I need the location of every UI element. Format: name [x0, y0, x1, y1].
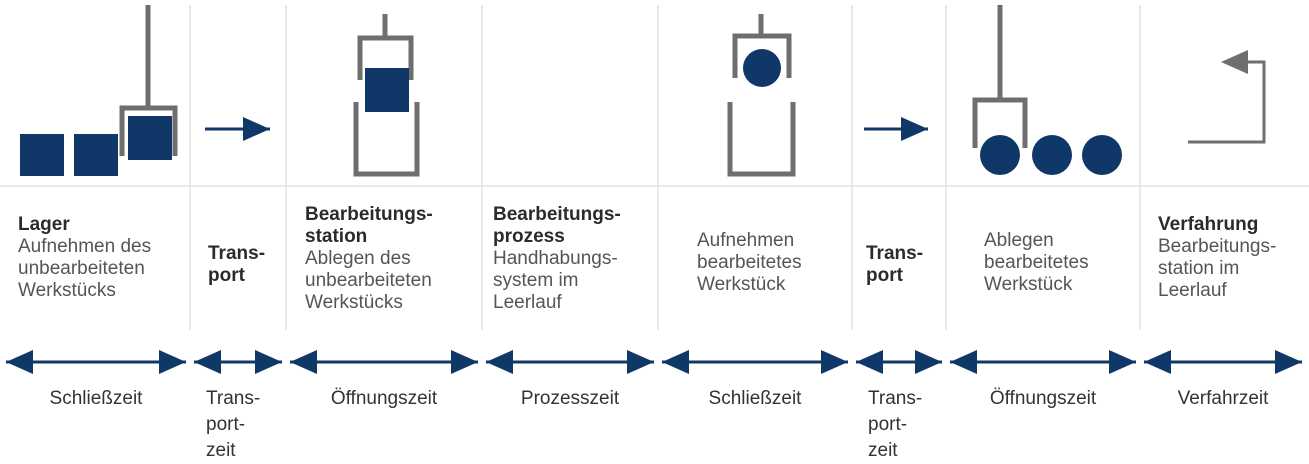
column-lager: Lager Aufnehmen des unbearbeiteten Werks… [18, 214, 151, 302]
column-transport-2: Trans- port [866, 243, 923, 287]
workpiece-circle [980, 135, 1020, 175]
time-label-verfahrzeit: Verfahrzeit [1177, 388, 1269, 409]
column-title: Bearbeitungs- prozess [493, 204, 621, 247]
column-body: Ablegen des unbearbeiteten Werkstücks [305, 248, 432, 313]
gripper-icon [972, 5, 1028, 148]
time-label-oeffnungszeit: Öffnungszeit [330, 388, 438, 409]
column-dividers [189, 5, 1141, 330]
machine-fixture-icon [727, 102, 796, 177]
column-title: Trans- port [866, 243, 924, 286]
workpiece-circle [1082, 135, 1122, 175]
workpiece-square [365, 68, 409, 112]
workpiece-circle [1032, 135, 1072, 175]
column-title: Verfahrung [1158, 214, 1259, 235]
return-arrow-icon [1188, 50, 1266, 144]
time-label-schliesszeit: Schließzeit [49, 388, 143, 409]
workpiece-square [20, 134, 64, 176]
column-title: Trans- port [208, 243, 266, 286]
drop-illustration [972, 5, 1122, 175]
column-title: Bearbeitungs- station [305, 204, 433, 247]
pickup-illustration [727, 14, 796, 177]
time-label-oeffnungszeit-2: Öffnungszeit [989, 388, 1097, 409]
column-station: Bearbeitungs- station Ablegen des unbear… [305, 204, 433, 314]
time-label-schliesszeit-2: Schließzeit [708, 388, 802, 409]
gripper-icon [732, 14, 792, 78]
time-label-transportzeit-2: Trans- port- zeit [868, 388, 923, 461]
time-label-transportzeit: Trans- port- zeit [206, 388, 261, 461]
workpiece-circle [743, 49, 781, 87]
column-title: Lager [18, 214, 70, 235]
column-prozess: Bearbeitungs- prozess Handhabungs- syste… [493, 204, 621, 314]
column-body: Handhabungs- system im Leerlauf [493, 248, 618, 313]
column-ablegen: Ablegen bearbeitetes Werkstück [984, 230, 1089, 296]
station-illustration [353, 14, 420, 177]
column-aufnehmen: Aufnehmen bearbeitetes Werkstück [697, 230, 802, 296]
column-body: Ablegen bearbeitetes Werkstück [984, 230, 1089, 295]
column-verfahrung: Verfahrung Bearbeitungs- station im Leer… [1158, 214, 1276, 302]
lager-illustration [20, 5, 178, 176]
workpiece-square [128, 116, 172, 160]
gripper-icon [357, 14, 414, 80]
column-body: Aufnehmen des unbearbeiteten Werkstücks [18, 236, 152, 301]
column-body: Aufnehmen bearbeitetes Werkstück [697, 230, 802, 295]
column-body: Bearbeitungs- station im Leerlauf [1158, 236, 1277, 301]
gripper-icon [119, 5, 178, 156]
time-label-prozesszeit: Prozesszeit [520, 388, 620, 409]
workpiece-square [74, 134, 118, 176]
machine-fixture-icon [353, 102, 420, 177]
column-transport-1: Trans- port [208, 243, 265, 287]
